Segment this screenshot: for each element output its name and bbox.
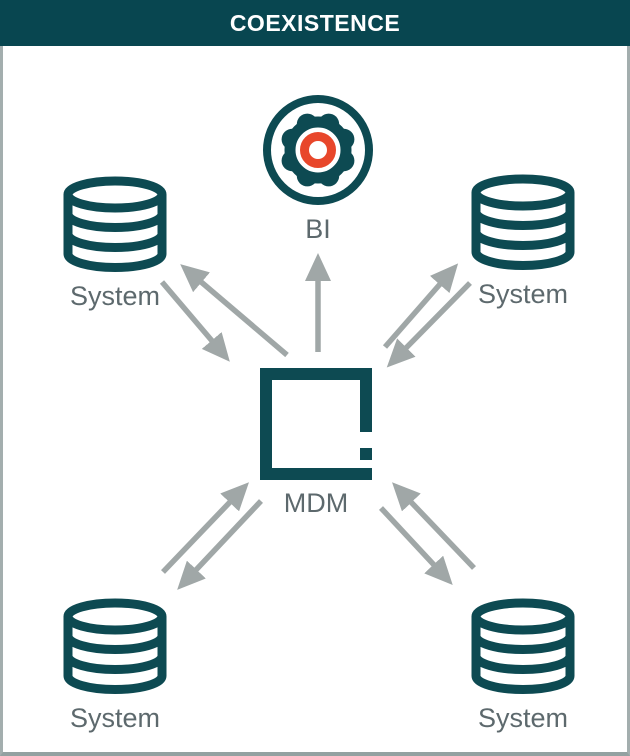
mdm-square-icon [260, 368, 372, 480]
title-bar: COEXISTENCE [0, 0, 630, 46]
database-icon [471, 598, 575, 694]
system-label: System [69, 703, 161, 733]
system-node-top-right: System [457, 174, 589, 310]
mdm-node: MDM [250, 368, 382, 519]
gear-icon [263, 95, 373, 205]
system-node-bottom-right: System [457, 598, 589, 734]
system-label: System [477, 703, 569, 733]
system-node-top-left: System [49, 176, 181, 312]
system-label: System [477, 279, 569, 309]
bi-node: BI [252, 94, 384, 245]
mdm-label: MDM [283, 488, 349, 518]
database-icon [63, 176, 167, 272]
bi-label: BI [305, 214, 331, 244]
system-node-bottom-left: System [49, 598, 181, 734]
gear-hub [300, 132, 336, 168]
database-icon [471, 174, 575, 270]
system-label: System [69, 281, 161, 311]
database-icon [63, 598, 167, 694]
diagram-title: COEXISTENCE [229, 9, 401, 36]
